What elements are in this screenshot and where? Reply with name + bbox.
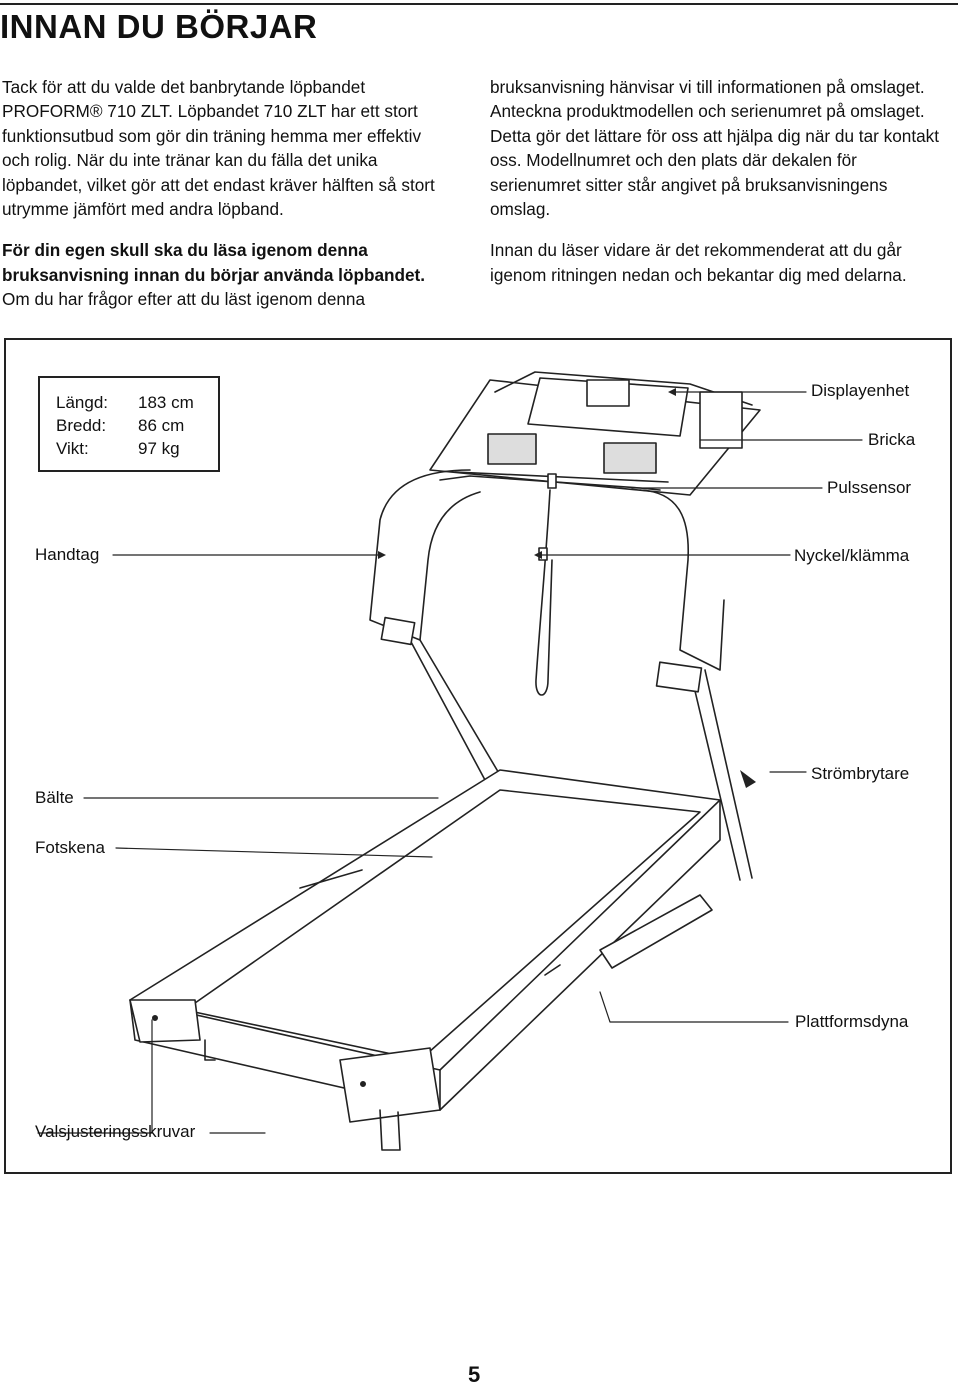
- page-title: INNAN DU BÖRJAR: [0, 8, 318, 45]
- label-roller-adjustment-screws: Valsjusteringsskruvar: [35, 1122, 196, 1141]
- label-display-unit: Displayenhet: [811, 381, 910, 400]
- safety-notice-rest: Om du har frågor efter att du läst igeno…: [2, 289, 366, 310]
- spec-value-length: 183 cm: [138, 393, 194, 412]
- spec-value-width: 86 cm: [138, 416, 185, 435]
- label-power-switch: Strömbrytare: [811, 764, 910, 783]
- serial-info-paragraph: bruksanvisning hänvisar vi till informat…: [490, 77, 940, 220]
- spec-value-weight: 97 kg: [138, 439, 180, 458]
- intro-column-right: bruksanvisning hänvisar vi till informat…: [490, 75, 952, 304]
- label-handrail: Handtag: [35, 545, 100, 564]
- spec-label-width: Bredd:: [56, 416, 107, 435]
- spec-label-length: Längd:: [56, 393, 108, 412]
- safety-paragraph: För din egen skull ska du läsa igenom de…: [2, 238, 452, 311]
- leader-arrows: [378, 388, 756, 788]
- label-pulse-sensor: Pulssensor: [827, 478, 912, 497]
- label-key-clip: Nyckel/klämma: [794, 546, 910, 565]
- spec-label-weight: Vikt:: [56, 439, 89, 458]
- label-tray: Bricka: [868, 430, 916, 449]
- page-number: 5: [468, 1362, 481, 1387]
- leader-lines: [37, 391, 863, 1134]
- intro-column-left: Tack för att du valde det banbrytande lö…: [2, 75, 452, 329]
- label-foot-rail: Fotskena: [35, 838, 105, 857]
- label-belt: Bälte: [35, 788, 74, 807]
- deck-shape: [129, 769, 721, 1151]
- label-platform-cushion: Plattformsdyna: [795, 1012, 909, 1031]
- safety-notice-bold: För din egen skull ska du läsa igenom de…: [2, 240, 426, 285]
- safety-key: [535, 473, 557, 696]
- top-rule: [0, 3, 958, 5]
- specifications-box: Längd: 183 cm Bredd: 86 cm Vikt: 97 kg: [38, 376, 220, 472]
- drawing-intro-paragraph: Innan du läser vidare är det rekommender…: [490, 240, 907, 285]
- console-shape: [429, 371, 761, 496]
- intro-paragraph: Tack för att du valde det banbrytande lö…: [2, 77, 435, 220]
- diagram-frame: [4, 338, 952, 1174]
